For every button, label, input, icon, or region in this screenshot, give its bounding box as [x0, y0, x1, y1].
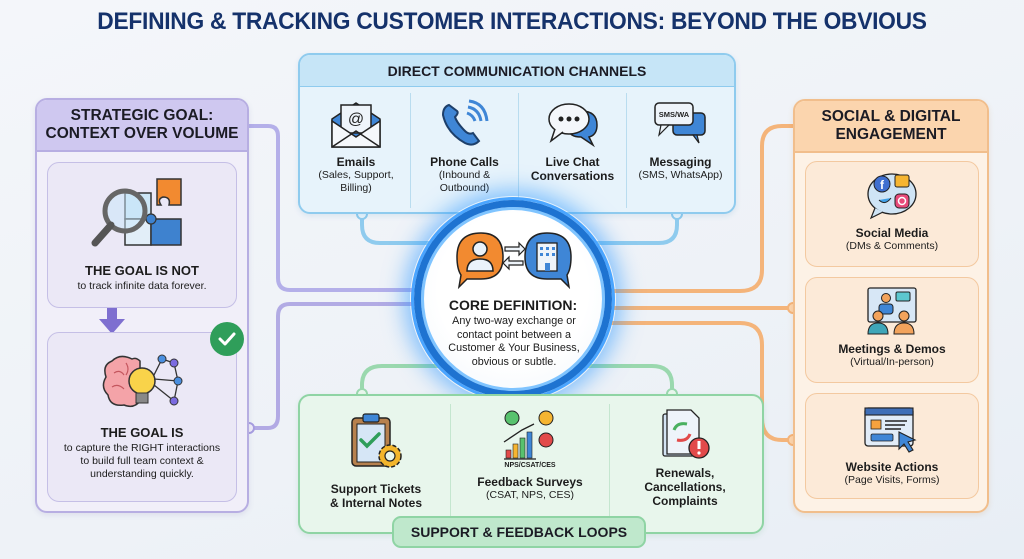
website-actions-title: Website Actions: [845, 460, 939, 474]
email-envelope-icon: @: [302, 93, 410, 155]
clipboard-gear-icon: [346, 412, 406, 472]
nps-tag: NPS/CSAT/CES: [504, 462, 556, 469]
page-title: DEFINING & TRACKING CUSTOMER INTERACTION…: [97, 8, 927, 35]
core-text-line-2: contact point between a: [456, 328, 572, 341]
meetings-title: Meetings & Demos: [838, 342, 946, 356]
document-renewal-alert-icon: [657, 408, 713, 462]
loop-surveys-title: Feedback Surveys: [477, 475, 583, 489]
sms-icon-label: SMS/WA: [658, 110, 689, 119]
channel-emails-sub-2: Billing): [340, 182, 372, 194]
website-actions-sub: (Page Visits, Forms): [844, 474, 940, 486]
goal-not-heading: THE GOAL IS NOT: [85, 263, 199, 278]
website-actions-card: Website Actions (Page Visits, Forms): [805, 393, 979, 499]
social-media-card: f Social Media (DMs & Comments): [805, 161, 979, 267]
channel-emails: @ Emails (Sales, Support, Billing): [302, 93, 410, 208]
channel-messaging-title: Messaging: [649, 155, 712, 169]
social-media-icon: f: [865, 170, 919, 220]
channel-chat-title: Live Chat: [545, 155, 600, 169]
core-text: Any two-way exchange or contact point be…: [433, 315, 595, 369]
core-definition-circle: CORE DEFINITION: Any two-way exchange or…: [414, 200, 612, 398]
connector-direct-left: [360, 212, 452, 245]
channel-emails-sub-1: (Sales, Support,: [318, 169, 394, 181]
social-header-line1: SOCIAL & DIGITAL: [821, 108, 961, 125]
channel-messaging: SMS/WA Messaging (SMS, WhatsApp): [626, 93, 734, 208]
direct-channels-panel: DIRECT COMMUNICATION CHANNELS @ Emails (…: [298, 53, 736, 214]
social-digital-panel: SOCIAL & DIGITAL ENGAGEMENT f Social Med…: [793, 99, 989, 513]
connector-support-right: [578, 364, 674, 396]
checkmark-icon: [210, 322, 244, 356]
connector-direct-right: [578, 212, 679, 245]
website-click-icon: [863, 406, 921, 454]
sms-bubbles-icon: SMS/WA: [627, 93, 734, 155]
core-text-line-3: Customer & Your Business,: [448, 342, 580, 354]
brain-lightbulb-network-icon: [100, 349, 184, 413]
social-media-title: Social Media: [855, 226, 929, 240]
channel-chat-title-2: Conversations: [530, 169, 615, 183]
goal-is-text-2: to build full team context &: [80, 455, 204, 467]
loop-surveys-sub: (CSAT, NPS, CES): [486, 489, 574, 501]
loop-support-tickets: Support Tickets & Internal Notes: [306, 404, 446, 516]
meetings-card: Meetings & Demos (Virtual/In-person): [805, 277, 979, 383]
goal-is-heading: THE GOAL IS: [100, 425, 184, 440]
connector-strategic-top: [247, 124, 422, 292]
video-meeting-icon: [864, 286, 920, 336]
survey-smileys-chart-icon: [502, 408, 558, 462]
goal-not-text: to track infinite data forever.: [77, 280, 207, 292]
core-title: CORE DEFINITION:: [448, 297, 578, 313]
loop-renewals: Renewals, Cancellations, Complaints: [612, 404, 758, 516]
core-text-line-4: obvious or subtle.: [471, 355, 557, 368]
magnifier-puzzle-icon: [87, 175, 197, 251]
goal-is-text-3: understanding quickly.: [90, 468, 194, 480]
meetings-sub: (Virtual/In-person): [850, 356, 934, 368]
svg-text:@: @: [348, 111, 364, 128]
loop-renewals-title-3: Complaints: [652, 494, 718, 508]
channel-phone-sub-1: (Inbound &: [438, 169, 491, 181]
connector-strategic-bottom: [247, 302, 422, 430]
support-loops-panel: Support Tickets & Internal Notes NPS/CSA…: [298, 394, 764, 534]
social-media-sub: (DMs & Comments): [845, 240, 939, 252]
strategic-goal-header: STRATEGIC GOAL: CONTEXT OVER VOLUME: [37, 100, 247, 152]
arrow-down-icon: [99, 308, 125, 334]
strategic-goal-header-line1: STRATEGIC GOAL:: [70, 107, 214, 124]
strategic-goal-header-line2: CONTEXT OVER VOLUME: [45, 125, 239, 142]
core-text-line-1: Any two-way exchange or: [452, 315, 576, 327]
goal-is-text-1: to capture the RIGHT interactions: [63, 442, 221, 454]
social-digital-header: SOCIAL & DIGITAL ENGAGEMENT: [795, 101, 987, 153]
channel-emails-title: Emails: [336, 155, 376, 169]
support-loops-label: SUPPORT & FEEDBACK LOOPS: [392, 516, 646, 548]
connector-social-top: [610, 124, 795, 293]
channel-messaging-sub: (SMS, WhatsApp): [638, 169, 723, 181]
channel-phone-calls: Phone Calls (Inbound & Outbound): [410, 93, 518, 208]
loop-tickets-title-1: Support Tickets: [330, 482, 422, 496]
social-header-line2: ENGAGEMENT: [835, 126, 947, 143]
chat-bubbles-icon: [519, 93, 626, 155]
svg-text:f: f: [880, 178, 885, 192]
customer-business-exchange-icon: [451, 229, 577, 294]
strategic-goal-panel: STRATEGIC GOAL: CONTEXT OVER VOLUME THE …: [35, 98, 249, 513]
phone-call-icon: [411, 93, 518, 155]
goal-not-card: THE GOAL IS NOT to track infinite data f…: [47, 162, 237, 308]
goal-is-card: THE GOAL IS to capture the RIGHT interac…: [47, 332, 237, 502]
loop-renewals-title-2: Cancellations,: [644, 480, 726, 494]
channel-phone-sub-2: Outbound): [439, 182, 490, 194]
connector-social-bottom: [610, 321, 795, 442]
channel-phone-title: Phone Calls: [430, 155, 499, 169]
channel-live-chat: Live Chat Conversations: [518, 93, 626, 208]
loop-feedback-surveys: NPS/CSAT/CES Feedback Surveys (CSAT, NPS…: [450, 404, 610, 516]
connector-support-left: [360, 364, 452, 396]
direct-channels-header: DIRECT COMMUNICATION CHANNELS: [300, 55, 734, 87]
loop-tickets-title-2: & Internal Notes: [329, 496, 422, 510]
loop-renewals-title-1: Renewals,: [655, 466, 715, 480]
